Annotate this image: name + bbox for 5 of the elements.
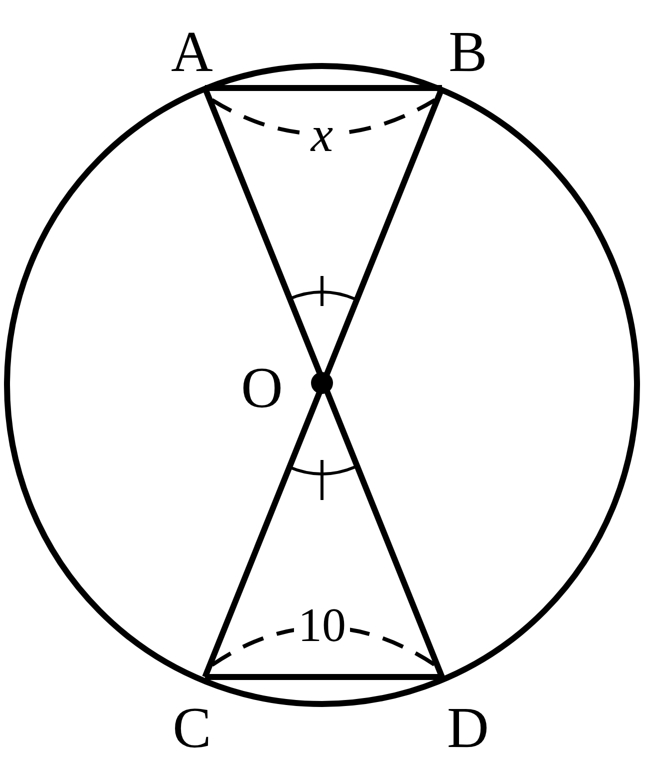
point-label: A [170,23,214,81]
point-label: D [446,699,490,757]
point-label: O [240,359,284,417]
point-label: C [172,699,212,757]
point-label: B [448,23,488,81]
